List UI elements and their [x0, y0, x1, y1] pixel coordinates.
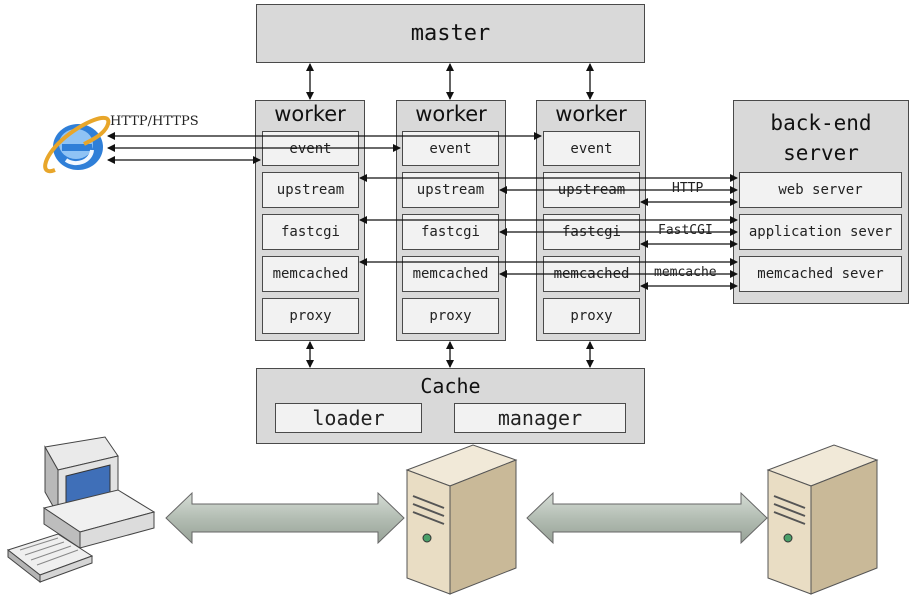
desktop-computer-icon	[6, 436, 156, 584]
backend-item-web-server: web server	[739, 172, 902, 208]
cache-title: Cache	[420, 374, 481, 398]
master-title: master	[410, 21, 491, 46]
internet-explorer-icon	[43, 115, 111, 174]
server-tower-icon	[405, 444, 518, 595]
client-server-double-arrow	[165, 491, 405, 545]
backend-item-application-sever: application sever	[739, 214, 902, 250]
protocol-label-client: HTTP/HTTPS	[110, 114, 199, 129]
protocol-label-fastcgi: FastCGI	[658, 223, 713, 238]
worker-module-event: event	[543, 131, 640, 166]
master-box: master	[256, 4, 645, 63]
protocol-label-http: HTTP	[672, 181, 704, 196]
cache-loader: loader	[275, 403, 422, 433]
backend-item-memcached-sever: memcached sever	[739, 256, 902, 292]
backend-title-line1: back-end	[770, 111, 872, 135]
worker-title: worker	[415, 102, 487, 126]
server-backend-double-arrow	[526, 491, 768, 545]
worker-module-memcached: memcached	[262, 256, 359, 292]
cache-manager: manager	[454, 403, 626, 433]
server-tower-icon	[766, 444, 879, 595]
protocol-label-memcache: memcache	[654, 265, 717, 280]
worker-module-proxy: proxy	[262, 298, 359, 334]
worker-title: worker	[555, 102, 627, 126]
worker-module-proxy: proxy	[543, 298, 640, 334]
worker-title: worker	[274, 102, 346, 126]
backend-title-line2: server	[783, 141, 859, 165]
worker-module-proxy: proxy	[402, 298, 499, 334]
worker-module-fastcgi: fastcgi	[262, 214, 359, 250]
worker-module-upstream: upstream	[262, 172, 359, 208]
